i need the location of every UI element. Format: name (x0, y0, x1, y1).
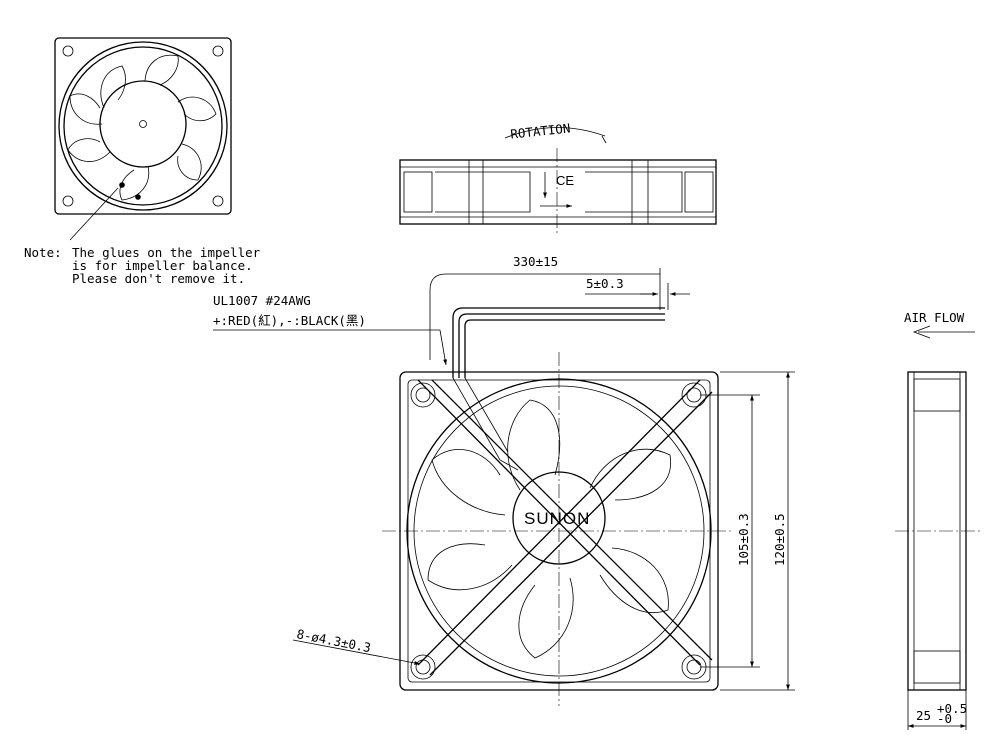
side-view-right: AIR FLOW 25 +0.5 -0 (895, 310, 980, 730)
main-fan-view: SUNON (382, 352, 733, 706)
thickness-tol-upper: +0.5 (937, 701, 967, 716)
strip-length-label: 5±0.3 (586, 276, 624, 291)
air-flow-label: AIR FLOW (904, 310, 965, 325)
wire-polarity-label: +:RED(紅),-:BLACK(黑) (213, 313, 366, 328)
note-line-1: The glues on the impeller (72, 245, 261, 260)
side-view-top: ROTATION CE (399, 120, 717, 234)
impeller-note: Note: The glues on the impeller is for i… (24, 245, 261, 286)
note-line-2: is for impeller balance. (72, 258, 253, 273)
brand-label: SUNON (524, 509, 590, 528)
note-prefix: Note: (24, 245, 62, 260)
mount-holes-label: 8-ø4.3±0.3 (295, 626, 372, 655)
lead-length-label: 330±15 (513, 254, 558, 269)
small-fan-view (54, 37, 232, 241)
wire-spec-label: UL1007 #24AWG (213, 293, 311, 308)
vertical-dims: 105±0.3 120±0.5 (700, 371, 795, 691)
thickness-label: 25 (916, 708, 931, 723)
note-line-3: Please don't remove it. (72, 271, 245, 286)
rotation-label: ROTATION (510, 120, 571, 141)
lead-length-dim: 330±15 5±0.3 (429, 254, 690, 360)
frame-size-label: 120±0.5 (772, 513, 787, 566)
lead-wires (452, 307, 665, 378)
thickness-tol-lower: -0 (937, 711, 952, 726)
wire-spec: UL1007 #24AWG +:RED(紅),-:BLACK(黑) (213, 293, 447, 366)
hole-spacing-label: 105±0.3 (736, 513, 751, 566)
mount-hole-callout: 8-ø4.3±0.3 (292, 626, 421, 665)
ce-mark: CE (556, 173, 574, 188)
